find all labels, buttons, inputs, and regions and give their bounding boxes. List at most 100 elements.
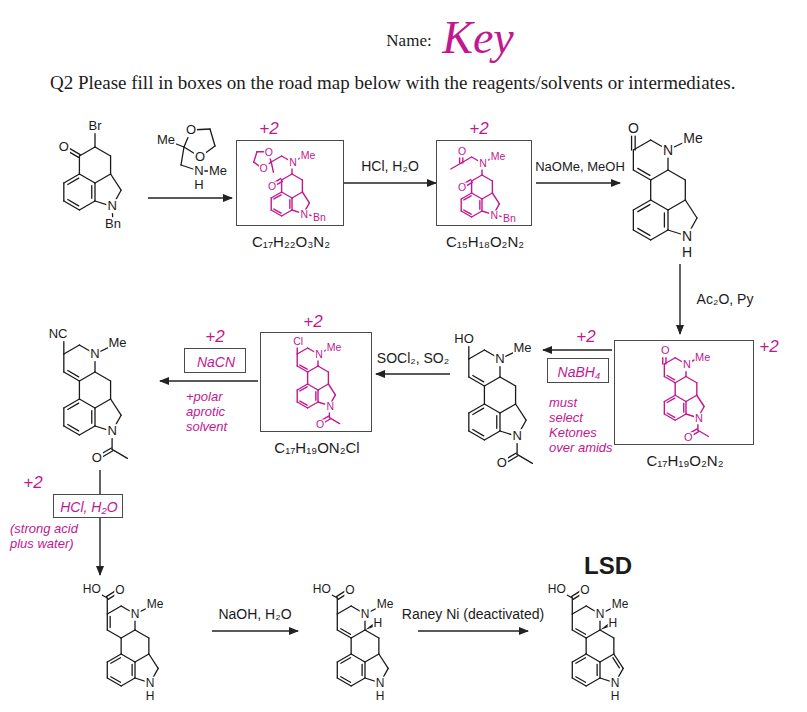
chemical-bond [698, 430, 709, 436]
chemical-bond [297, 348, 307, 354]
chemical-bond [651, 170, 668, 180]
chemical-bond [473, 408, 484, 414]
handwritten-answer: Key [442, 14, 514, 62]
chemical-bond [664, 402, 665, 415]
chemical-bond [107, 630, 121, 638]
atom-label: N [89, 347, 100, 361]
reagent-answer: NaCN [197, 354, 235, 369]
atom-label: HO [453, 332, 475, 346]
chemical-bond [95, 147, 111, 156]
chemical-bond [365, 630, 379, 638]
chemical-bond [685, 200, 697, 218]
chemical-bond [576, 658, 586, 664]
chemical-bond [111, 658, 121, 664]
chemical-bond [492, 193, 499, 204]
atom-label: N [694, 413, 704, 425]
molecule-structure [64, 337, 128, 460]
atom-label: O [259, 164, 269, 175]
chemical-bond [302, 180, 303, 192]
chemical-bond [361, 664, 362, 675]
chemical-bond [515, 386, 516, 404]
chemical-bond [379, 654, 388, 668]
chemical-bond [696, 383, 697, 396]
atom-label: N [490, 210, 500, 221]
chemical-bond [282, 210, 292, 216]
reagent-label: HCl, H₂O [359, 159, 421, 174]
atom-label: N [193, 164, 204, 178]
atom-label: N [375, 677, 386, 690]
chemical-bond [271, 162, 273, 172]
atom-label: N [130, 608, 141, 621]
chemical-bond [572, 598, 573, 614]
reagent-label: NaOH, H₂O [218, 607, 291, 622]
chemical-bond [302, 192, 309, 203]
atom-label: N [595, 608, 606, 621]
answer-box: +2ClNMeNOC₁₇H₁₉ON₂Cl [260, 332, 372, 432]
chemical-bond [461, 193, 471, 199]
chemical-bond [94, 183, 95, 201]
molecule-structure [297, 341, 339, 425]
chemical-bond [484, 377, 500, 386]
chemical-bond [121, 630, 135, 638]
chemical-bond [337, 662, 338, 678]
atom-label: H [375, 689, 386, 702]
atom-label: H [145, 689, 156, 702]
atom-label: O [185, 123, 197, 137]
chemical-bond [473, 430, 484, 436]
chemical-bond [297, 402, 307, 408]
chemical-bond [517, 454, 532, 463]
atom-label: N [682, 359, 692, 371]
reaction-arrow [148, 197, 232, 198]
chemical-bond [572, 662, 573, 678]
chemical-bond [307, 372, 308, 384]
chemical-bond [308, 366, 318, 372]
chemical-bond [297, 354, 298, 366]
atom-label: Br [88, 119, 103, 133]
chemical-bond [210, 129, 215, 146]
chemical-bond [473, 376, 484, 382]
chemical-bond [572, 606, 586, 614]
chemical-bond [481, 199, 482, 211]
chemical-bond [120, 638, 121, 654]
chemical-bond [472, 193, 482, 199]
chemical-bond [271, 192, 281, 198]
atom-label: Bn [104, 217, 122, 231]
chemical-bond [63, 183, 64, 201]
chemical-bond [633, 140, 650, 150]
handwritten-note: +polar aprotic solvent [186, 390, 258, 435]
atom-label: N [662, 143, 674, 158]
chemical-bond [107, 606, 121, 614]
handwritten-note: (strong acid plus water) [10, 522, 94, 552]
chemical-bond [318, 384, 328, 390]
chemical-bond [131, 664, 132, 675]
chemical-bond [341, 677, 351, 683]
chemical-bond [297, 390, 298, 402]
point-value: +2 [303, 313, 322, 331]
chemical-bond [351, 630, 365, 638]
atom-label: O [660, 345, 671, 357]
atom-label: H [372, 617, 383, 630]
chemical-bond [135, 654, 149, 662]
chemical-bond [484, 386, 485, 404]
atom-label: Me [694, 352, 711, 364]
atom-label: Me [156, 133, 176, 147]
chemical-bond [500, 377, 516, 386]
atom-label: N [106, 425, 117, 439]
chemical-bond [79, 156, 80, 174]
atom-label: Bn [312, 213, 327, 224]
atom-label: N [610, 677, 621, 690]
reaction-arrow [543, 349, 612, 350]
chemical-bond [378, 638, 379, 654]
atom-label: N [511, 430, 522, 444]
chemical-bond [63, 354, 64, 372]
chemical-bond [484, 404, 500, 413]
chemical-bond [472, 211, 482, 217]
chemical-bond [464, 196, 471, 200]
chemical-bond [585, 638, 586, 654]
atom-label: Me [490, 151, 507, 162]
chemical-bond [600, 630, 614, 638]
atom-label: HO [312, 583, 332, 596]
chemical-bond [633, 150, 634, 170]
molecular-formula: C₁₇H₁₉ON₂Cl [274, 440, 359, 456]
reagent-label: NaOMe, MeOH [535, 160, 625, 174]
